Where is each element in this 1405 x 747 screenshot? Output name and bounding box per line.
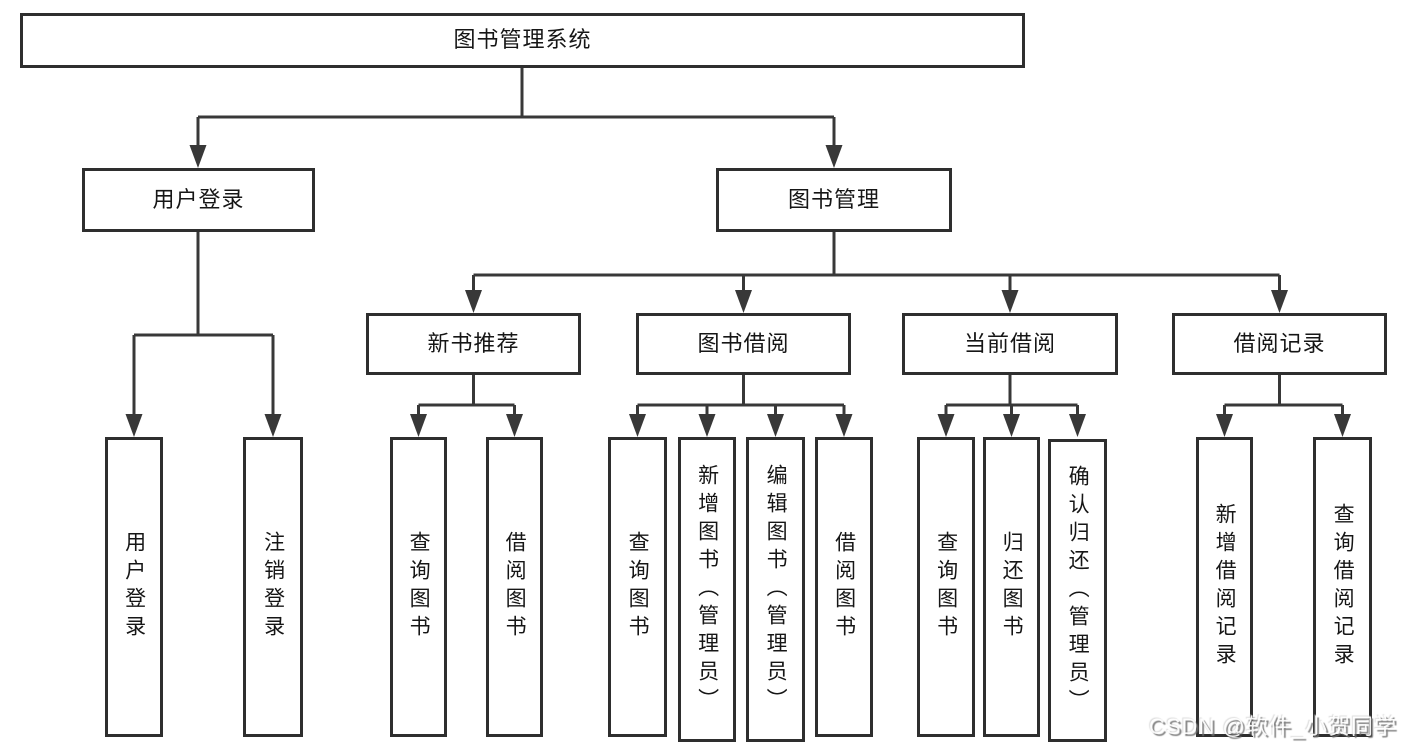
leaf-query-borrow-record: 查询借阅记录 (1313, 437, 1372, 737)
node-label: 查询图书 (407, 531, 431, 643)
leaf-edit-book-admin: 编辑图书（管理员） (746, 437, 805, 742)
node-user-login-branch: 用户登录 (82, 168, 315, 232)
node-label: 借阅图书 (503, 531, 527, 643)
node-label: 确认归还（管理员） (1066, 464, 1090, 717)
node-label: 注销登录 (261, 531, 285, 643)
node-book-borrowing: 图书借阅 (636, 313, 851, 375)
node-label: 新增图书（管理员） (695, 463, 719, 716)
node-current-borrowing: 当前借阅 (902, 313, 1118, 375)
node-label: 当前借阅 (963, 330, 1056, 356)
node-label: 查询借阅记录 (1331, 503, 1355, 671)
node-borrow-records: 借阅记录 (1172, 313, 1387, 375)
node-label: 图书管理系统 (453, 27, 592, 53)
node-label: 图书管理 (787, 186, 880, 212)
leaf-query-book-recommend: 查询图书 (390, 437, 447, 737)
node-label: 借阅记录 (1233, 330, 1326, 356)
node-library-management-system: 图书管理系统 (20, 13, 1025, 68)
node-label: 新书推荐 (427, 330, 520, 356)
node-label: 图书借阅 (697, 330, 790, 356)
leaf-return-book: 归还图书 (983, 437, 1040, 737)
node-label: 查询图书 (934, 531, 958, 643)
leaf-add-book-admin: 新增图书（管理员） (678, 437, 736, 742)
node-label: 归还图书 (1000, 531, 1024, 643)
leaf-borrow-book: 借阅图书 (815, 437, 873, 737)
arrowheads (125, 145, 1351, 437)
node-label: 借阅图书 (832, 531, 856, 643)
leaf-confirm-return-admin: 确认归还（管理员） (1048, 439, 1107, 742)
leaf-query-book-borrowing: 查询图书 (608, 437, 667, 737)
leaf-query-book-current: 查询图书 (917, 437, 975, 737)
node-label: 编辑图书（管理员） (764, 463, 788, 716)
leaf-add-borrow-record: 新增借阅记录 (1196, 437, 1253, 737)
node-book-management-branch: 图书管理 (716, 168, 952, 232)
leaf-user-login: 用户登录 (105, 437, 163, 737)
node-label: 用户登录 (152, 186, 245, 212)
node-new-book-recommend: 新书推荐 (366, 313, 581, 375)
leaf-borrow-book-recommend: 借阅图书 (486, 437, 543, 737)
node-label: 新增借阅记录 (1213, 503, 1237, 671)
node-label: 查询图书 (626, 531, 650, 643)
leaf-logout: 注销登录 (243, 437, 303, 737)
node-label: 用户登录 (122, 531, 146, 643)
